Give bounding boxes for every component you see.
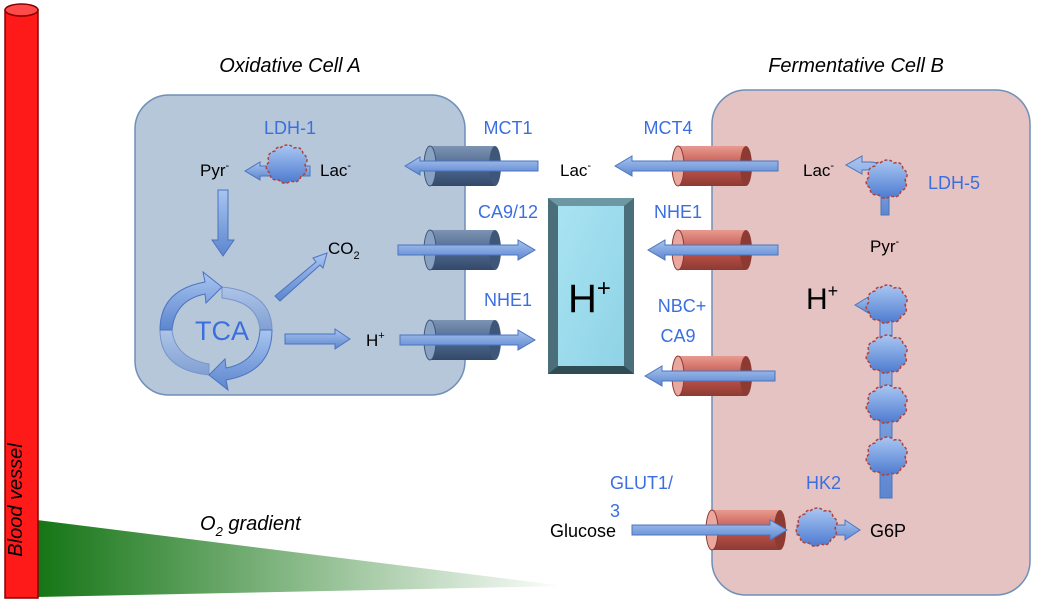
o2-gradient-label: O2 gradient bbox=[200, 513, 302, 539]
h-box-label: H+ bbox=[568, 275, 611, 321]
mct4-arrow bbox=[614, 155, 779, 177]
glucose-arrow bbox=[631, 519, 788, 541]
cell-a-lac: Lac- bbox=[320, 160, 351, 180]
cell-b-title: Fermentative Cell B bbox=[768, 55, 944, 77]
nhe1-a-arrow bbox=[399, 329, 536, 351]
cell-b-pyr: Pyr- bbox=[870, 236, 900, 256]
extracellular-lac: Lac- bbox=[560, 160, 591, 180]
cell-b-h: H+ bbox=[806, 281, 838, 316]
glycolysis-enzyme-icons bbox=[865, 284, 908, 476]
g6p-label: G6P bbox=[870, 521, 906, 541]
cell-a-title: Oxidative Cell A bbox=[219, 55, 361, 77]
o2-gradient-triangle bbox=[37, 520, 565, 597]
cell-b-body bbox=[711, 89, 1031, 596]
tca-to-co2-arrow bbox=[274, 252, 328, 302]
nbc-arrow bbox=[644, 365, 776, 387]
cell-a-h: H+ bbox=[366, 330, 385, 350]
cell-b-lac: Lac- bbox=[803, 160, 834, 180]
cell-a-pyr: Pyr- bbox=[200, 160, 230, 180]
ldh5-label: LDH-5 bbox=[928, 173, 980, 193]
tca-label: TCA bbox=[195, 316, 249, 346]
mct4-label: MCT4 bbox=[644, 118, 693, 138]
mct1-label: MCT1 bbox=[484, 118, 533, 138]
ldh1-label: LDH-1 bbox=[264, 118, 316, 138]
pyr-down-arrow bbox=[211, 189, 235, 257]
hk2-label: HK2 bbox=[806, 473, 841, 493]
mct1-arrow bbox=[404, 156, 539, 176]
tca-cycle bbox=[159, 270, 273, 392]
glut-label-line1: GLUT1/ bbox=[610, 473, 673, 493]
nhe1-a-label: NHE1 bbox=[484, 290, 532, 310]
nbc-label-line2: CA9 bbox=[660, 326, 695, 346]
blood-vessel bbox=[4, 3, 39, 599]
nhe1-b-label: NHE1 bbox=[654, 202, 702, 222]
glucose-label: Glucose bbox=[550, 521, 616, 541]
h-plus-box bbox=[548, 198, 634, 374]
ca912-label: CA9/12 bbox=[478, 202, 538, 222]
ca912-arrow bbox=[397, 239, 536, 261]
ldh5-enzyme-icon bbox=[865, 159, 908, 199]
tca-to-h-arrow bbox=[284, 328, 351, 350]
blood-vessel-label: Blood vessel bbox=[5, 443, 27, 557]
ldh1-enzyme-icon bbox=[265, 144, 308, 184]
glut-label-line2: 3 bbox=[610, 501, 620, 521]
cell-a-co2: CO2 bbox=[328, 239, 360, 262]
hk2-enzyme-icon bbox=[795, 507, 838, 547]
nhe1-b-arrow bbox=[647, 239, 779, 261]
nbc-label-line1: NBC+ bbox=[658, 296, 707, 316]
